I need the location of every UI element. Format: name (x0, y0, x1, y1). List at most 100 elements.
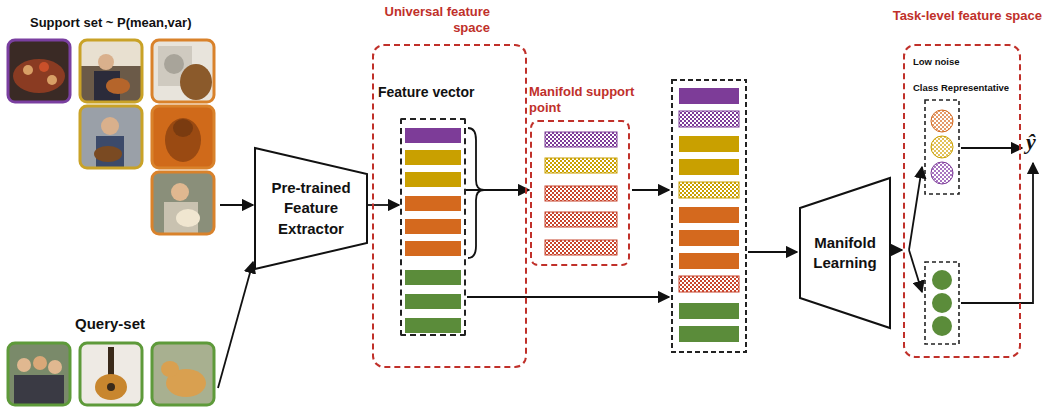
photo (80, 40, 142, 102)
photo (80, 343, 142, 405)
photo-detail (13, 59, 65, 93)
feature-bar (405, 150, 461, 165)
photo-detail (39, 62, 49, 72)
label-holder: Task-level feature space (893, 8, 1042, 24)
prediction-symbol: ŷ (1026, 130, 1036, 154)
photo-detail (33, 356, 47, 370)
photo-frame (152, 172, 214, 234)
photo (152, 172, 214, 234)
photo-ground (80, 106, 142, 168)
photo-frame (8, 343, 70, 405)
photo-frame (152, 343, 214, 405)
combined-bar (679, 159, 739, 175)
photo-detail (161, 361, 179, 377)
support-point-bar (545, 212, 617, 227)
node-note: Low noise (913, 56, 959, 68)
combined-bar (679, 182, 739, 198)
label-holder: Feature vector (378, 84, 474, 102)
photo (152, 106, 214, 168)
feature-bar (405, 318, 461, 333)
query-circle (932, 293, 952, 313)
flow-arrow (748, 251, 797, 253)
combined-bar (679, 276, 739, 292)
photo-detail (171, 183, 189, 201)
flow-arrow (218, 262, 253, 388)
photo-frame (8, 40, 70, 102)
flow-arrow (909, 167, 922, 250)
photo-ground (8, 343, 70, 405)
photo-detail (108, 347, 114, 377)
trapezoid-polygon (255, 148, 367, 269)
photo-frame (80, 343, 142, 405)
support-point-bar (545, 158, 617, 173)
node-note: Class Representative (913, 82, 1009, 94)
trapezoid-polygon (800, 178, 890, 328)
manifold-learning-trapezoid: Manifold Learning (800, 178, 890, 328)
node-label: Pre-trained Feature Extractor (262, 178, 360, 239)
query-circle (932, 270, 952, 290)
node-label: Task-level feature space (893, 8, 1042, 24)
class-circle-group (931, 110, 953, 184)
curly-brace (468, 128, 484, 258)
photo-frame (152, 106, 214, 168)
class-circle (931, 110, 953, 132)
photo (8, 40, 70, 102)
node-label: Universal feature space (355, 4, 490, 37)
photo-detail (164, 54, 184, 74)
query-feature-box (925, 262, 959, 344)
flow-arrow (961, 163, 1033, 303)
flow-connector (890, 249, 902, 251)
photo-ground (8, 40, 70, 102)
combined-bar (679, 111, 739, 127)
node-label: Manifold Learning (807, 233, 883, 274)
label-holder: Manifold support point (529, 84, 654, 117)
combined-bar (679, 207, 739, 223)
photo-detail (17, 358, 31, 372)
query-circle-group (932, 270, 952, 336)
photo-group (8, 40, 214, 405)
flow-arrow (467, 296, 669, 298)
support-point-region: Manifold support point (530, 120, 630, 266)
flow-arrow (961, 147, 1022, 149)
query-circle (932, 316, 952, 336)
feature-bar (405, 270, 461, 285)
flow-arrow-group (218, 148, 1033, 388)
class-circle (931, 162, 953, 184)
photo-detail (47, 75, 57, 85)
photo-ground (152, 106, 214, 168)
feature-space-region: Universal feature spaceFeature vector (372, 44, 527, 368)
label-holder: Low noise (913, 56, 959, 68)
photo-ground (152, 343, 214, 405)
feature-bar (405, 196, 461, 211)
flow-arrow (220, 204, 253, 206)
photo-detail (173, 119, 193, 137)
feature-bar (405, 241, 461, 256)
support-set-label: Support set ~ P(mean,var) (30, 16, 191, 30)
label-holder: Class Representative (913, 82, 1009, 94)
photo-detail (95, 374, 127, 400)
photo-ground (152, 40, 214, 102)
photo-frame (80, 106, 142, 168)
photo-frame (80, 40, 142, 102)
combined-feature-box (672, 80, 746, 352)
photo-ground (152, 172, 214, 234)
feature-bar (405, 128, 461, 143)
combined-bar (679, 253, 739, 269)
query-set-label: Query-set (75, 316, 145, 333)
label-holder: Query-set (75, 316, 145, 333)
feature-vector-box: Feature vector (400, 118, 466, 336)
flow-arrow (632, 189, 669, 191)
feature-bar (405, 172, 461, 187)
photo-detail (106, 78, 130, 94)
feature-extractor-trapezoid: Pre-trained Feature Extractor (255, 148, 367, 269)
photo-ground (80, 343, 142, 405)
flow-arrow (909, 250, 922, 292)
class-representative-box (925, 100, 959, 194)
photo-detail (14, 375, 64, 405)
feature-bar (405, 219, 461, 234)
task-space-region: Task-level feature spaceLow noiseClass R… (903, 44, 1021, 358)
label-holder: Support set ~ P(mean,var) (30, 16, 191, 30)
support-point-bar (545, 132, 617, 147)
photo-detail (23, 65, 33, 75)
